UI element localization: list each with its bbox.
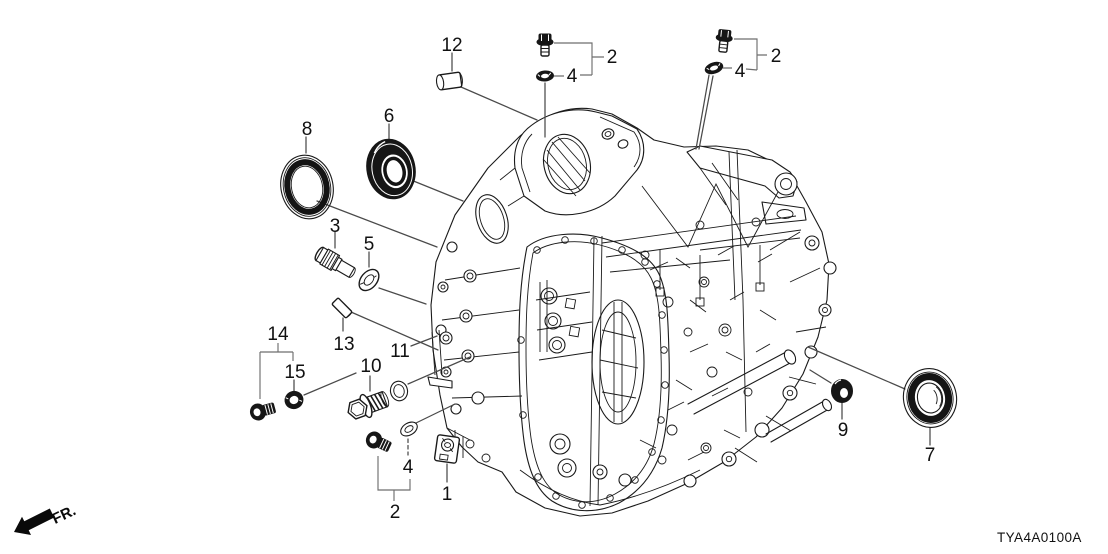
sealing-washer-4-top-right bbox=[704, 61, 724, 75]
cap-1 bbox=[433, 434, 461, 464]
callout-4-bottom: 4 bbox=[403, 457, 414, 478]
callout-11: 11 bbox=[390, 341, 410, 362]
washer-5 bbox=[358, 268, 380, 292]
callout-1: 1 bbox=[442, 484, 453, 505]
drain-bolt-2-top-right bbox=[715, 29, 733, 53]
dowel-pin-13 bbox=[331, 297, 353, 319]
callout-5: 5 bbox=[364, 234, 375, 255]
dowel-pin-12 bbox=[435, 71, 463, 91]
callout-6: 6 bbox=[384, 106, 395, 127]
fr-direction-label: FR. bbox=[50, 502, 79, 528]
callout-10: 10 bbox=[360, 356, 381, 377]
fr-direction-arrow-icon bbox=[14, 508, 55, 535]
oil-seal-9 bbox=[831, 379, 853, 403]
callout-12: 12 bbox=[441, 35, 462, 56]
fr-direction-indicator: FR. bbox=[14, 502, 79, 535]
joint-bolt-3 bbox=[314, 246, 356, 278]
callout-2-top-left: 2 bbox=[607, 47, 618, 68]
callout-8: 8 bbox=[302, 119, 313, 140]
oil-seal-7 bbox=[902, 368, 958, 428]
callout-4-top-left: 4 bbox=[567, 66, 578, 87]
callout-2-bottom: 2 bbox=[390, 502, 401, 523]
o-ring-11 bbox=[389, 380, 409, 402]
callout-9: 9 bbox=[838, 420, 849, 441]
callout-4-top-right: 4 bbox=[735, 61, 746, 82]
oil-seal-6 bbox=[366, 138, 416, 200]
transmission-case-drawing bbox=[427, 107, 837, 517]
drain-bolt-2-top-left bbox=[536, 33, 554, 57]
flange-bolt-2-bottom bbox=[365, 431, 392, 452]
callout-3: 3 bbox=[330, 216, 341, 237]
sealing-washer-4-bottom bbox=[400, 421, 418, 437]
callout-14: 14 bbox=[267, 324, 289, 345]
flange-bolt-14 bbox=[249, 402, 276, 421]
diagram-code: TYA4A0100A bbox=[997, 530, 1082, 545]
leader-lines bbox=[259, 38, 931, 501]
o-ring-8 bbox=[280, 154, 334, 220]
sealing-washer-4-top-left bbox=[536, 70, 554, 82]
sealing-washer-15 bbox=[284, 390, 304, 410]
callout-7: 7 bbox=[925, 445, 936, 466]
callout-13: 13 bbox=[333, 334, 354, 355]
drain-plug-10 bbox=[347, 391, 390, 420]
callout-2-top-right: 2 bbox=[771, 46, 782, 67]
callout-15: 15 bbox=[284, 362, 305, 383]
